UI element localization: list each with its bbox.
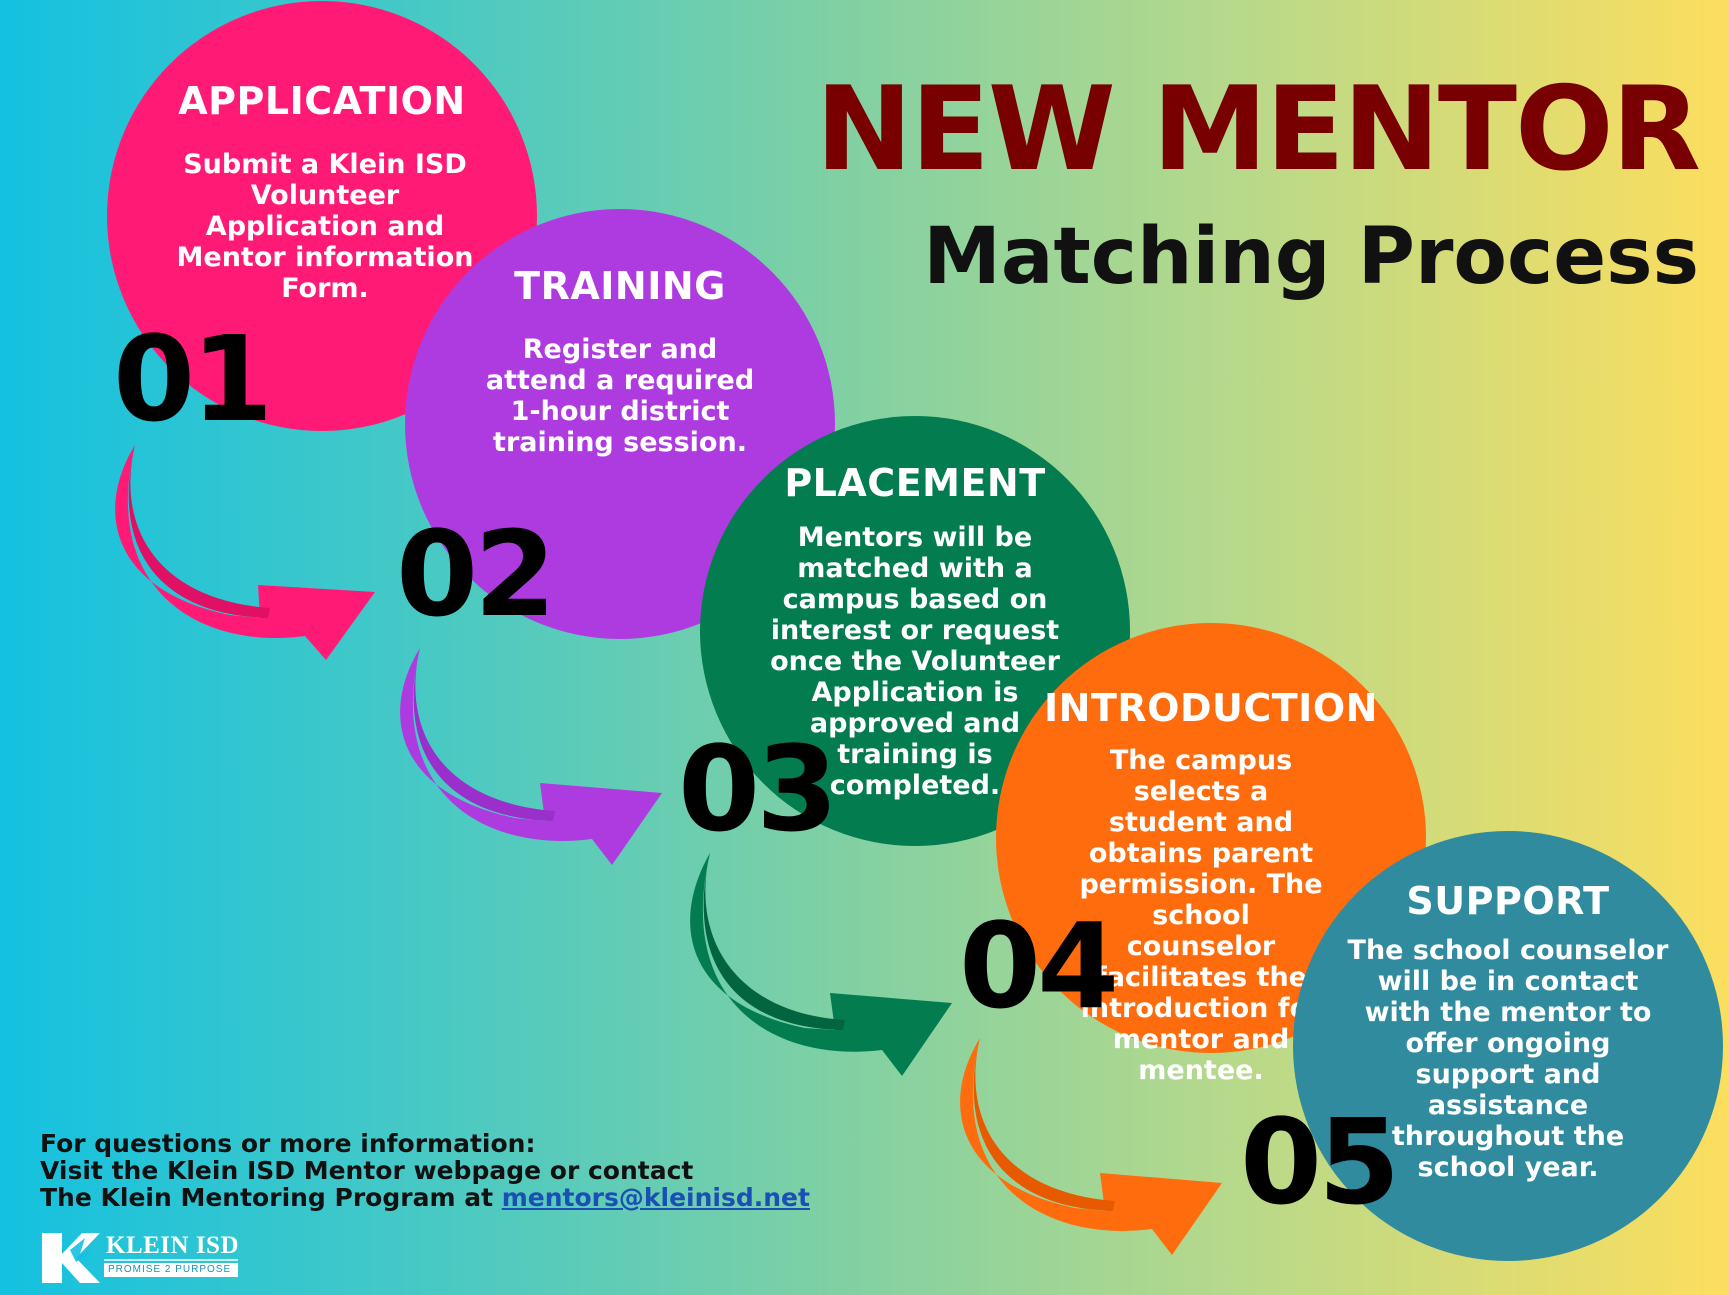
arrow-icon (690, 853, 952, 1076)
footer-text: The Klein Mentoring Program at (40, 1183, 502, 1212)
footer-line: Visit the Klein ISD Mentor webpage or co… (40, 1156, 694, 1185)
arrow-icon (400, 648, 662, 865)
step-title: PLACEMENT (784, 461, 1046, 505)
step-title: SUPPORT (1406, 879, 1610, 923)
contact-info: For questions or more information: Visit… (40, 1130, 810, 1211)
step-description: The school counselor will be in contact … (1347, 935, 1669, 1183)
arrow-icon (115, 445, 376, 660)
step-placement-circle: PLACEMENT Mentors will be matched with a… (700, 416, 1130, 846)
footer-line: The Klein Mentoring Program at mentors@k… (40, 1184, 810, 1211)
step-number: 01 (113, 310, 273, 448)
logo-mark-icon (42, 1233, 238, 1283)
klein-isd-logo: KLEIN ISD PROMISE 2 PURPOSE (40, 1230, 240, 1285)
step-introduction-circle: INTRODUCTION The campus selects a studen… (996, 623, 1426, 1086)
step-number: 05 (1240, 1093, 1400, 1231)
step-support-circle: SUPPORT The school counselor will be in … (1293, 831, 1723, 1261)
step-number: 04 (959, 897, 1119, 1035)
step-number: 02 (396, 505, 556, 643)
step-description: Register and attend a required 1-hour di… (485, 334, 755, 458)
logo-tagline: PROMISE 2 PURPOSE (108, 1264, 232, 1275)
step-number: 03 (678, 720, 838, 858)
arrow-icon (960, 1038, 1222, 1255)
step-training-circle: TRAINING Register and attend a required … (405, 209, 835, 639)
step-title: APPLICATION (178, 79, 466, 123)
step-description: Submit a Klein ISD Volunteer Application… (176, 149, 474, 304)
email-link[interactable]: mentors@kleinisd.net (501, 1183, 810, 1212)
page-title: NEW MENTOR (815, 62, 1701, 197)
step-application-circle: APPLICATION Submit a Klein ISD Volunteer… (107, 1, 537, 431)
step-description: Mentors will be matched with a campus ba… (770, 522, 1060, 801)
step-title: TRAINING (514, 264, 726, 308)
page-subtitle: Matching Process (923, 212, 1699, 302)
step-title: INTRODUCTION (1044, 686, 1378, 730)
logo-name: KLEIN ISD (106, 1232, 240, 1259)
step-description: The campus selects a student and obtains… (1079, 745, 1323, 1086)
footer-line: For questions or more information: (40, 1129, 536, 1158)
